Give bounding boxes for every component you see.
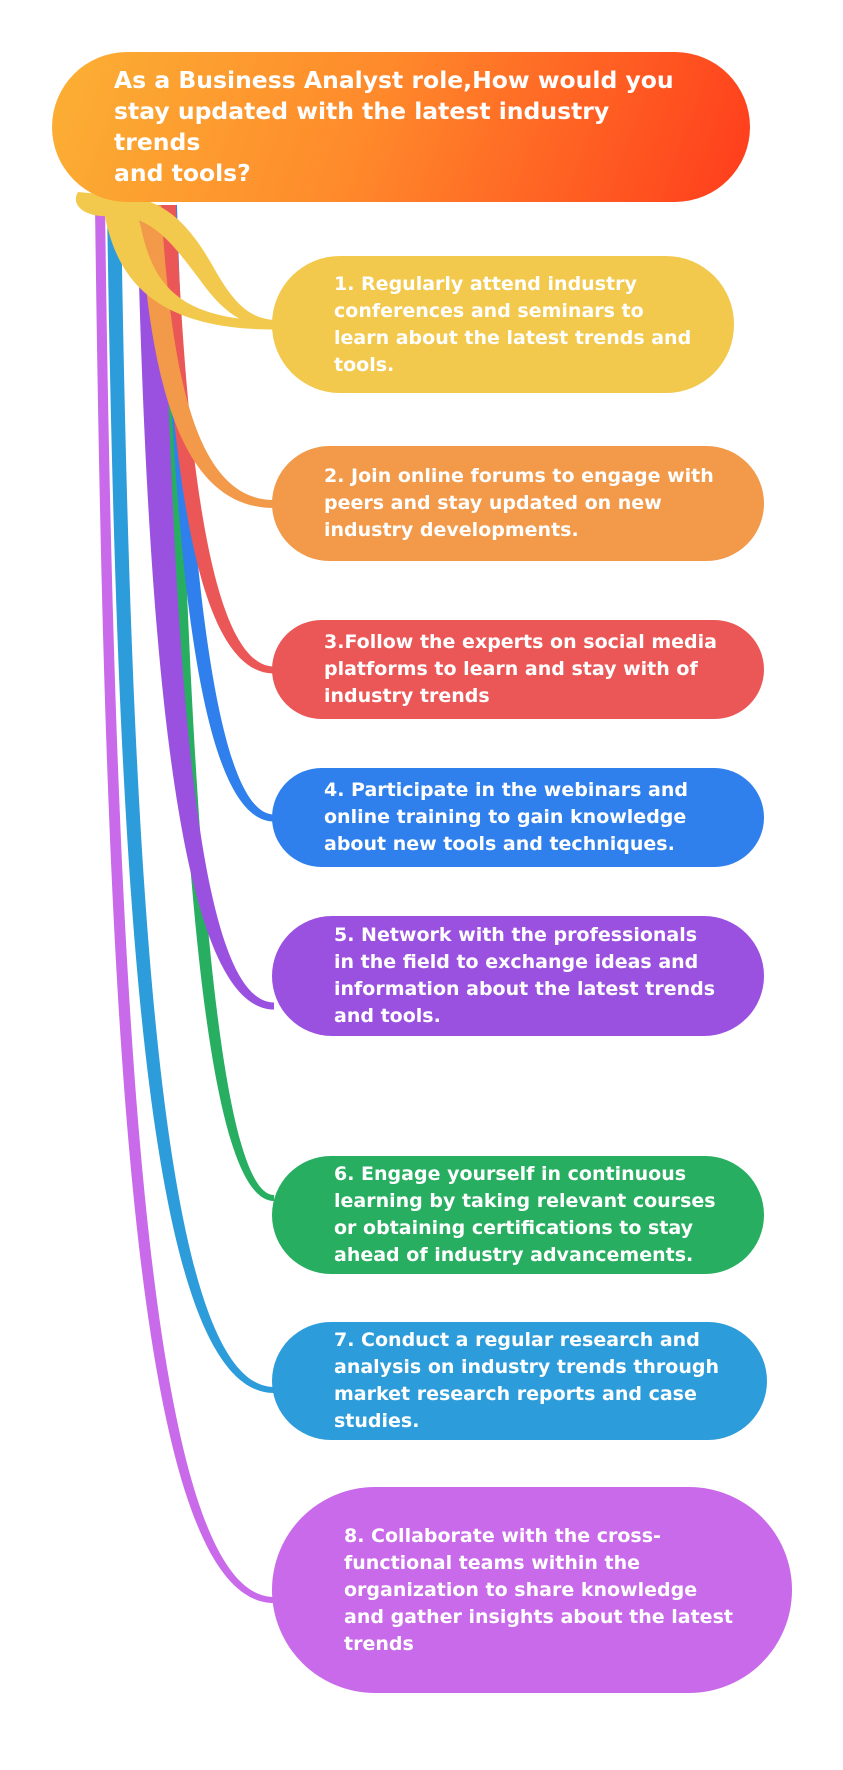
connector-1 <box>103 205 274 330</box>
branch-item-3[interactable]: 3.Follow the experts on social media pla… <box>272 620 764 719</box>
branch-item-text: 7. Conduct a regular research and analys… <box>334 1329 720 1432</box>
branch-item-4[interactable]: 4. Participate in the webinars and onlin… <box>272 768 764 867</box>
branch-item-5[interactable]: 5. Network with the professionals in the… <box>272 916 764 1036</box>
branch-item-8[interactable]: 8. Collaborate with the cross- functiona… <box>272 1487 792 1693</box>
branch-item-text: 3.Follow the experts on social media pla… <box>324 631 717 707</box>
branch-item-1[interactable]: 1. Regularly attend industry conferences… <box>272 256 734 393</box>
branch-item-7[interactable]: 7. Conduct a regular research and analys… <box>272 1322 767 1440</box>
root-topic-text: As a Business Analyst role,How would you… <box>114 66 674 187</box>
branch-item-text: 8. Collaborate with the cross- functiona… <box>344 1524 733 1655</box>
branch-item-6[interactable]: 6. Engage yourself in continuous learnin… <box>272 1156 764 1274</box>
connector-2 <box>139 205 274 508</box>
branch-item-text: 1. Regularly attend industry conferences… <box>334 272 692 376</box>
branch-item-text: 2. Join online forums to engage with pee… <box>324 465 714 541</box>
branch-item-text: 4. Participate in the webinars and onlin… <box>324 779 688 855</box>
branch-item-2[interactable]: 2. Join online forums to engage with pee… <box>272 446 764 561</box>
connector-1-sweep <box>75 192 275 328</box>
branch-item-text: 6. Engage yourself in continuous learnin… <box>334 1163 716 1266</box>
root-topic[interactable]: As a Business Analyst role,How would you… <box>52 52 750 202</box>
branch-item-text: 5. Network with the professionals in the… <box>334 924 716 1027</box>
